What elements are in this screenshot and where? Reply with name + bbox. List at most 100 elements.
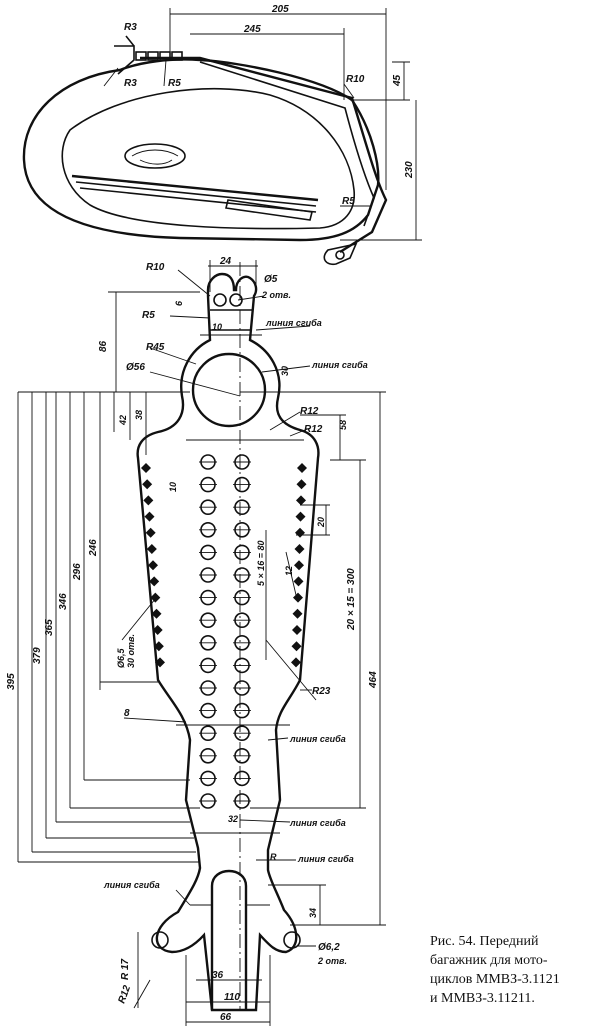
side-hole — [291, 641, 302, 652]
side-holes — [141, 463, 307, 668]
dim-246: 246 — [88, 539, 99, 557]
dim-5x16: 5 × 16 = 80 — [256, 540, 266, 586]
bend-mid: линия сгиба — [289, 734, 346, 744]
hole-56 — [191, 352, 267, 428]
side-hole — [150, 592, 161, 603]
dim-10: 10 — [212, 322, 222, 332]
dim-R23: R23 — [312, 686, 331, 697]
dim-86: 86 — [98, 340, 109, 352]
side-hole — [291, 657, 301, 668]
dim-R10-plate: R10 — [146, 262, 165, 273]
dim-phi5: Ø5 — [264, 274, 278, 285]
dim-24: 24 — [219, 256, 232, 267]
dim-R-small: R — [270, 852, 277, 862]
side-hole — [142, 479, 153, 490]
dim-395: 395 — [6, 673, 17, 690]
dim-365: 365 — [44, 619, 55, 636]
dim-230: 230 — [404, 161, 415, 179]
dim-464: 464 — [368, 671, 379, 689]
dim-8: 8 — [124, 708, 130, 719]
dim-296: 296 — [72, 563, 83, 581]
dim-2otv-top: 2 отв. — [261, 290, 291, 300]
rack-bar-outer — [140, 56, 388, 254]
tank-inner-outline — [61, 87, 355, 230]
dim-6: 6 — [174, 300, 184, 306]
rack-bar-inner — [199, 61, 375, 227]
side-hole — [145, 527, 156, 538]
dim-20: 20 — [316, 517, 326, 528]
dim-2otv-bottom: 2 отв. — [317, 956, 347, 966]
right-dimensions — [208, 260, 386, 926]
dim-R12-bottom: R12 — [116, 984, 133, 1005]
plate-outline — [136, 272, 320, 1012]
dim-34: 34 — [308, 908, 318, 918]
side-hole — [146, 544, 157, 554]
caption-line-3: циклов ММВЗ-3.1121 — [430, 972, 560, 987]
lug-hole-left — [151, 931, 169, 949]
dim-phi56: Ø56 — [126, 362, 145, 373]
dim-245: 245 — [243, 24, 261, 35]
dim-12: 12 — [284, 566, 294, 576]
dim-346: 346 — [58, 593, 69, 610]
hole-columns — [199, 454, 251, 809]
dim-38: 38 — [134, 410, 144, 420]
flat-pattern: R10 24 Ø5 2 отв. R5 6 10 линия сгиба 86 … — [6, 256, 386, 1026]
side-hole — [153, 641, 164, 652]
dim-10-left: 10 — [168, 482, 178, 492]
dim-R3-b: R3 — [124, 78, 137, 89]
bend-low: линия сгиба — [289, 818, 346, 828]
figure-caption: Рис. 54. Передний багажник для мото- цик… — [430, 932, 598, 1008]
dim-R45: R45 — [146, 342, 165, 353]
side-hole — [152, 625, 163, 635]
dim-58: 58 — [338, 420, 348, 430]
dim-30otv: 30 отв. — [126, 634, 136, 668]
top-hole-left — [213, 293, 227, 307]
bottom-slot — [210, 869, 248, 1010]
tank-outline — [22, 58, 380, 242]
bend-low-left: линия сгиба — [103, 880, 160, 890]
bottom-dimensions — [133, 932, 271, 1026]
dim-110: 110 — [224, 992, 240, 1003]
side-hole — [295, 511, 306, 522]
caption-line-1: Рис. 54. Передний — [430, 934, 539, 949]
side-hole — [144, 511, 155, 522]
dim-R5-a: R5 — [168, 78, 181, 89]
dim-R12-b: R12 — [304, 424, 323, 435]
side-hole — [292, 608, 303, 619]
side-hole — [295, 527, 305, 538]
left-dimensions — [17, 291, 200, 863]
top-view: 205 245 R3 R3 R5 R10 45 230 R5 — [22, 4, 422, 266]
dim-phi62: Ø6,2 — [318, 942, 340, 953]
leaders — [121, 269, 316, 947]
dim-R5-plate: R5 — [142, 310, 155, 321]
side-hole — [296, 479, 307, 490]
side-hole — [155, 657, 165, 668]
dim-32: 32 — [228, 814, 238, 824]
side-hole — [149, 576, 160, 587]
dim-R10-top: R10 — [346, 74, 365, 85]
dim-phi65: Ø6,5 — [116, 647, 126, 668]
side-hole — [151, 608, 162, 619]
bend-top: линия сгиба — [265, 318, 322, 328]
tank-stripe — [71, 174, 319, 202]
side-hole — [148, 560, 158, 571]
dim-42: 42 — [118, 415, 128, 426]
tank-emblem — [124, 143, 186, 169]
side-hole — [294, 560, 304, 571]
top-tongue — [210, 309, 252, 331]
caption-line-4: и ММВЗ-3.11211. — [430, 991, 535, 1006]
top-hole-right — [229, 293, 243, 307]
lug-hole-right — [283, 931, 301, 949]
bend-low-right: линия сгиба — [297, 854, 354, 864]
dim-R5-b: R5 — [342, 196, 355, 207]
side-hole — [294, 544, 305, 554]
side-hole — [293, 592, 303, 603]
side-hole — [293, 576, 304, 587]
side-hole — [292, 625, 302, 635]
dim-R17: R 17 — [120, 958, 131, 980]
dim-R12-a: R12 — [300, 406, 319, 417]
bend-upper-right: линия сгиба — [311, 360, 368, 370]
dim-20x15: 20 × 15 = 300 — [346, 568, 357, 631]
dim-30: 30 — [280, 366, 290, 376]
